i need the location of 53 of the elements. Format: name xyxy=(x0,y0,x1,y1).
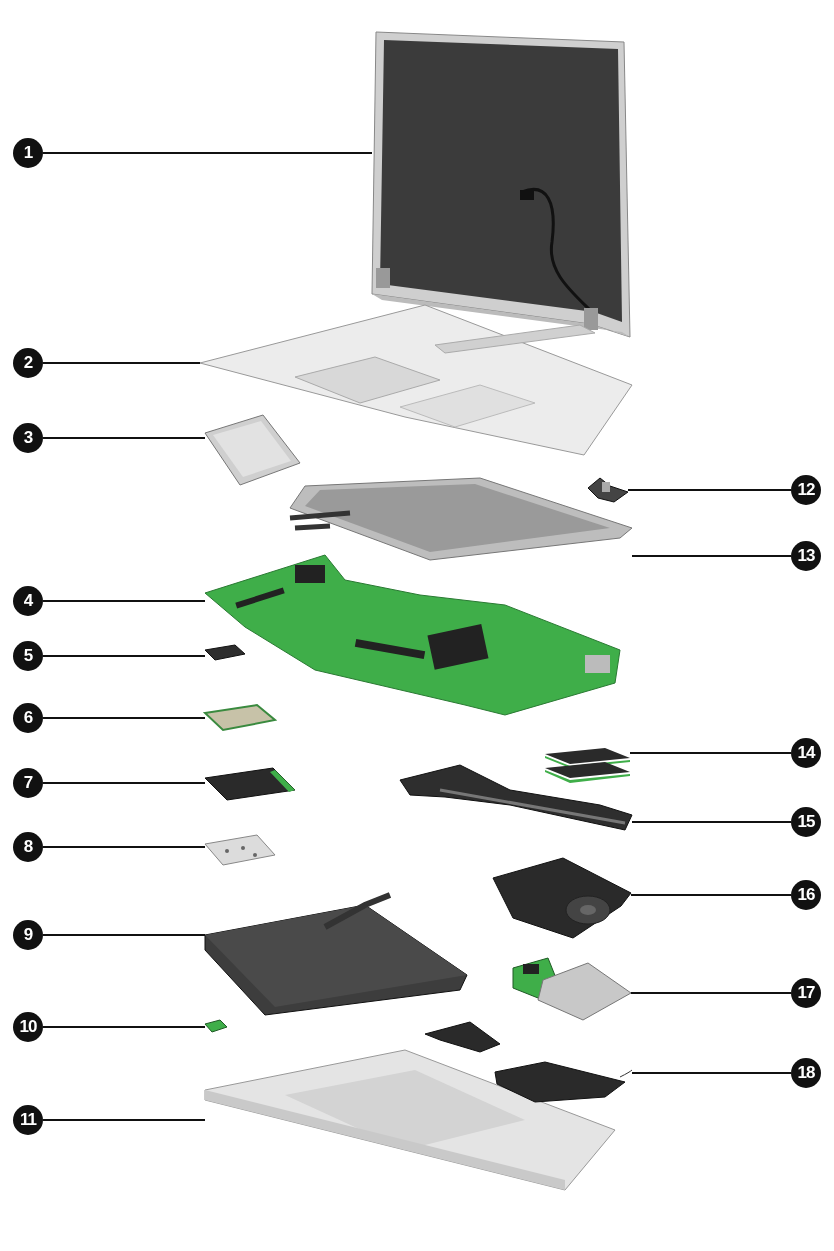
callout-number: 15 xyxy=(791,807,821,837)
solid-state-drive-drawing xyxy=(205,768,295,800)
bracket-drawing xyxy=(588,478,628,502)
keyboard-drawing xyxy=(290,478,632,560)
callout-number: 8 xyxy=(13,832,43,862)
callout-number: 1 xyxy=(13,138,43,168)
leader-line xyxy=(42,846,206,848)
leader-line xyxy=(42,152,373,154)
leader-line xyxy=(42,437,206,439)
callout-number: 13 xyxy=(791,541,821,571)
leader-line xyxy=(42,1119,206,1121)
shield-plate-drawing xyxy=(205,835,275,865)
callout-number: 17 xyxy=(791,978,821,1008)
circuit-board-drawing xyxy=(205,555,620,715)
wireless-card-drawing xyxy=(205,705,275,730)
touchpad-drawing xyxy=(205,415,300,485)
palm-rest-drawing xyxy=(200,305,632,455)
callout-number: 4 xyxy=(13,586,43,616)
leader-line xyxy=(630,992,792,994)
leader-line xyxy=(42,600,206,602)
small-board-drawing xyxy=(205,1020,227,1032)
callout-number: 5 xyxy=(13,641,43,671)
leader-line xyxy=(631,1072,792,1074)
callout-number: 10 xyxy=(13,1012,43,1042)
speaker-drawing xyxy=(425,1022,632,1102)
leader-line xyxy=(631,821,792,823)
heat-sink-drawing xyxy=(400,765,632,830)
leader-line xyxy=(42,655,206,657)
callout-number: 2 xyxy=(13,348,43,378)
card-reader-drawing xyxy=(513,958,631,1020)
memory-module-drawing xyxy=(545,748,630,783)
leader-line xyxy=(627,489,792,491)
callout-number: 18 xyxy=(791,1058,821,1088)
leader-line xyxy=(42,717,206,719)
fan-drawing xyxy=(493,858,631,938)
leader-line xyxy=(629,752,792,754)
display-assembly-drawing xyxy=(372,32,632,337)
callout-number: 16 xyxy=(791,880,821,910)
callout-number: 12 xyxy=(791,475,821,505)
callout-number: 9 xyxy=(13,920,43,950)
leader-line xyxy=(630,894,792,896)
leader-line xyxy=(42,782,206,784)
leader-line xyxy=(631,555,792,557)
callout-number: 3 xyxy=(13,423,43,453)
callout-number: 14 xyxy=(791,738,821,768)
leader-line xyxy=(42,1026,206,1028)
callout-number: 6 xyxy=(13,703,43,733)
callout-number: 11 xyxy=(13,1105,43,1135)
chip-drawing xyxy=(205,645,245,660)
callout-number: 7 xyxy=(13,768,43,798)
leader-line xyxy=(42,934,206,936)
battery-drawing xyxy=(205,895,467,1015)
leader-line xyxy=(42,362,201,364)
